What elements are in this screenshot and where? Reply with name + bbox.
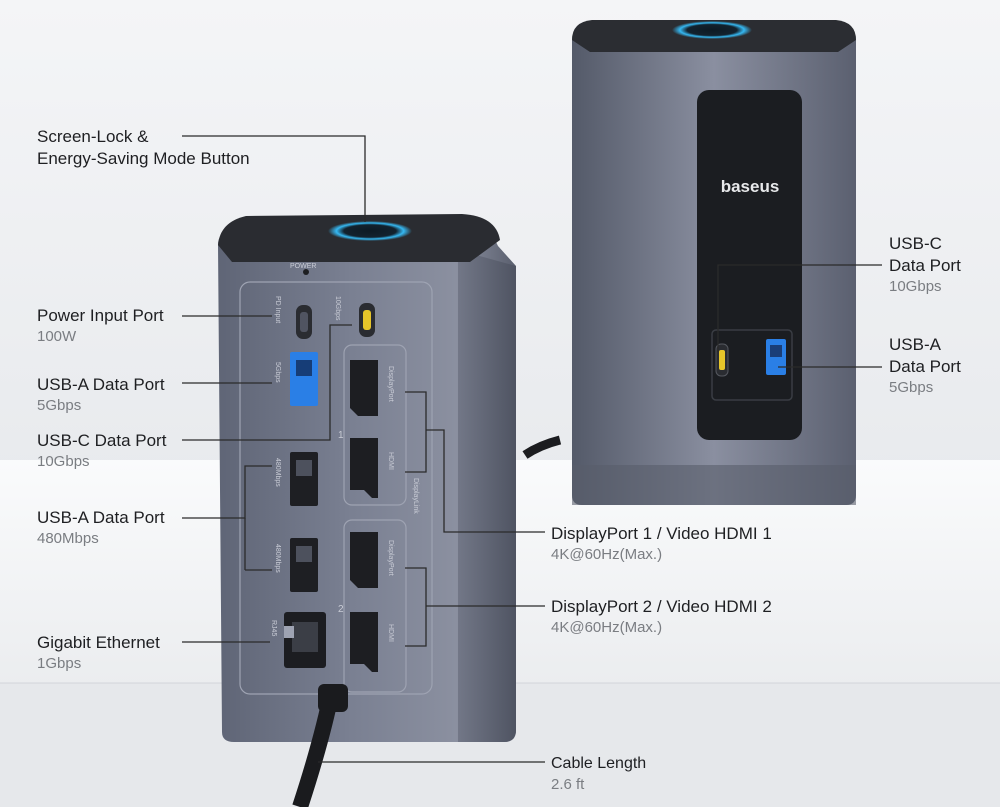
- rear-cable: [522, 435, 562, 459]
- hdmi-1: [350, 438, 378, 498]
- usb-c-engraving: 10Gbps: [334, 296, 341, 321]
- cable-length-title: Cable Length: [551, 755, 647, 772]
- callout-cable-length: Cable Length 2.6 ft: [551, 753, 646, 794]
- back-usb-c-spec: 10Gbps: [889, 278, 942, 295]
- displayport-2: [350, 532, 378, 588]
- back-usb-c-title-line2: Data Port: [889, 256, 961, 275]
- callout-back-usb-c: USB-C Data Port 10Gbps: [889, 233, 961, 296]
- usb-a-480-title: USB-A Data Port: [37, 508, 165, 527]
- screen-lock-title-line2: Energy-Saving Mode Button: [37, 149, 250, 168]
- back-usb-a-title-line1: USB-A: [889, 335, 941, 354]
- usb-a-480-engraving-1: 480Mbps: [274, 458, 281, 487]
- usb-a-5g-engraving: 5Gbps: [274, 362, 281, 383]
- callout-display-2: DisplayPort 2 / Video HDMI 2 4K@60Hz(Max…: [551, 596, 772, 637]
- displaylink-engraving: DisplayLink: [412, 478, 419, 514]
- screen-lock-title-line1: Screen-Lock &: [37, 127, 149, 146]
- callout-usb-a-480: USB-A Data Port 480Mbps: [37, 507, 165, 548]
- power-button: [328, 221, 412, 241]
- back-usb-c-title-line1: USB-C: [889, 234, 942, 253]
- rj45-engraving: RJ45: [270, 620, 277, 636]
- display-1-spec: 4K@60Hz(Max.): [551, 546, 663, 563]
- callout-power-input: Power Input Port 100W: [37, 305, 164, 346]
- usb-a-480-spec: 480Mbps: [37, 530, 99, 547]
- usb-c-10g-spec: 10Gbps: [37, 453, 90, 470]
- power-engraving: POWER: [290, 263, 316, 270]
- callout-display-1: DisplayPort 1 / Video HDMI 1 4K@60Hz(Max…: [551, 523, 772, 564]
- rear-power-button: [672, 21, 752, 39]
- ethernet-spec: 1Gbps: [37, 655, 82, 672]
- brand-logo: baseus: [721, 177, 780, 196]
- ethernet-title: Gigabit Ethernet: [37, 633, 160, 652]
- display-2-title: DisplayPort 2 / Video HDMI 2: [551, 597, 772, 616]
- device-front: PD Input 10Gbps 5Gbps 480Mbps 480Mbps RJ…: [218, 214, 516, 807]
- back-usb-a-spec: 5Gbps: [889, 379, 934, 396]
- callout-usb-c-10g: USB-C Data Port 10Gbps: [37, 430, 166, 471]
- hdmi1-engraving: HDMI: [387, 452, 394, 470]
- cable-length-spec: 2.6 ft: [551, 776, 585, 793]
- callout-ethernet: Gigabit Ethernet 1Gbps: [37, 632, 160, 673]
- back-usb-a-title-line2: Data Port: [889, 357, 961, 376]
- power-input-title: Power Input Port: [37, 306, 164, 325]
- group-1-number: 1: [338, 430, 344, 441]
- power-led: [303, 269, 309, 275]
- usb-a-5g-spec: 5Gbps: [37, 397, 82, 414]
- display-group-2: [343, 519, 407, 693]
- hdmi2-engraving: HDMI: [387, 624, 394, 642]
- display-group-1: [343, 344, 407, 506]
- dp1-engraving: DisplayPort: [387, 366, 394, 402]
- cable-strain-relief: [318, 684, 348, 712]
- dp2-engraving: DisplayPort: [387, 540, 394, 576]
- pd-input-engraving: PD Input: [274, 296, 281, 323]
- power-input-spec: 100W: [37, 328, 77, 345]
- callout-screen-lock: Screen-Lock & Energy-Saving Mode Button: [37, 126, 250, 170]
- callout-lines: [182, 135, 882, 763]
- display-2-spec: 4K@60Hz(Max.): [551, 619, 663, 636]
- hdmi-2: [350, 612, 378, 672]
- usb-c-10g-title: USB-C Data Port: [37, 431, 167, 450]
- group-2-number: 2: [338, 604, 344, 615]
- callout-back-usb-a: USB-A Data Port 5Gbps: [889, 334, 961, 397]
- usb-a-5g-title: USB-A Data Port: [37, 375, 165, 394]
- displayport-1: [350, 360, 378, 416]
- display-1-title: DisplayPort 1 / Video HDMI 1: [551, 524, 772, 543]
- callout-usb-a-5g: USB-A Data Port 5Gbps: [37, 374, 165, 415]
- device-rear: [522, 20, 856, 505]
- usb-a-480-engraving-2: 480Mbps: [274, 544, 281, 573]
